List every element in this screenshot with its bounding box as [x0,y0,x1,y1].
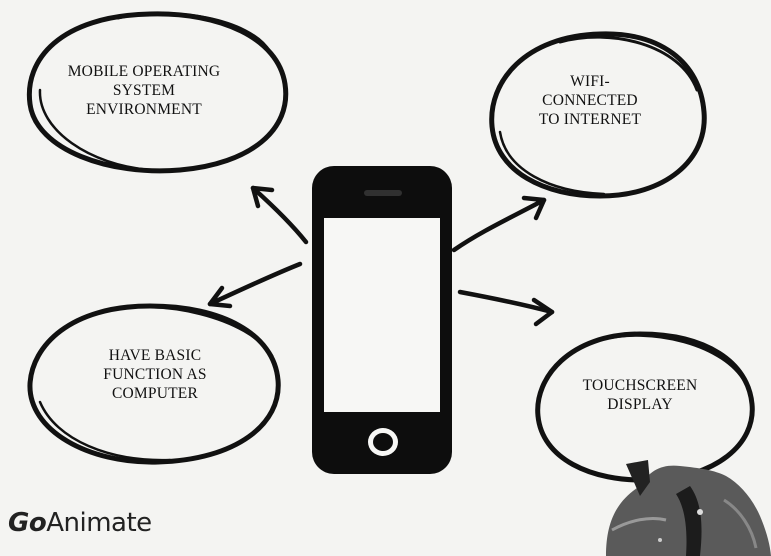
node-line: COMPUTER [111,385,198,402]
node-touchscreen-display: TOUCHSCREEN DISPLAY [555,376,725,414]
node-line: DISPLAY [607,396,673,413]
node-line: MOBILE OPERATING [67,63,221,80]
node-line: WIFI- [570,73,610,90]
bubble-basic-function [27,303,281,465]
logo-go: Go [8,508,47,538]
logo-animate: Animate [46,508,152,538]
arrows [207,185,555,327]
node-line: ENVIRONMENT [86,101,202,118]
node-line: SYSTEM [112,82,176,99]
arrow-to-touchscreen-icon [457,289,555,327]
node-line: TOUCHSCREEN [582,377,698,394]
goanimate-logo: GoAnimate [8,508,152,538]
smartphone-icon [312,166,452,474]
node-mobile-operating-system: MOBILE OPERATING SYSTEM ENVIRONMENT [28,62,260,119]
node-line: HAVE BASIC [108,347,202,364]
node-line: CONNECTED [542,92,638,109]
arrow-to-mobile-os-icon [250,185,309,245]
bubble-wifi [489,31,707,199]
node-wifi-connected: WIFI- CONNECTED TO INTERNET [520,72,660,129]
bubble-mobile-os [26,11,289,174]
node-line: FUNCTION AS [103,366,207,383]
node-line: TO INTERNET [538,111,642,128]
arrow-to-basic-function-icon [207,261,303,309]
arrow-to-wifi-icon [451,195,547,253]
character-figure [606,460,771,556]
node-basic-function: HAVE BASIC FUNCTION AS COMPUTER [60,346,250,403]
